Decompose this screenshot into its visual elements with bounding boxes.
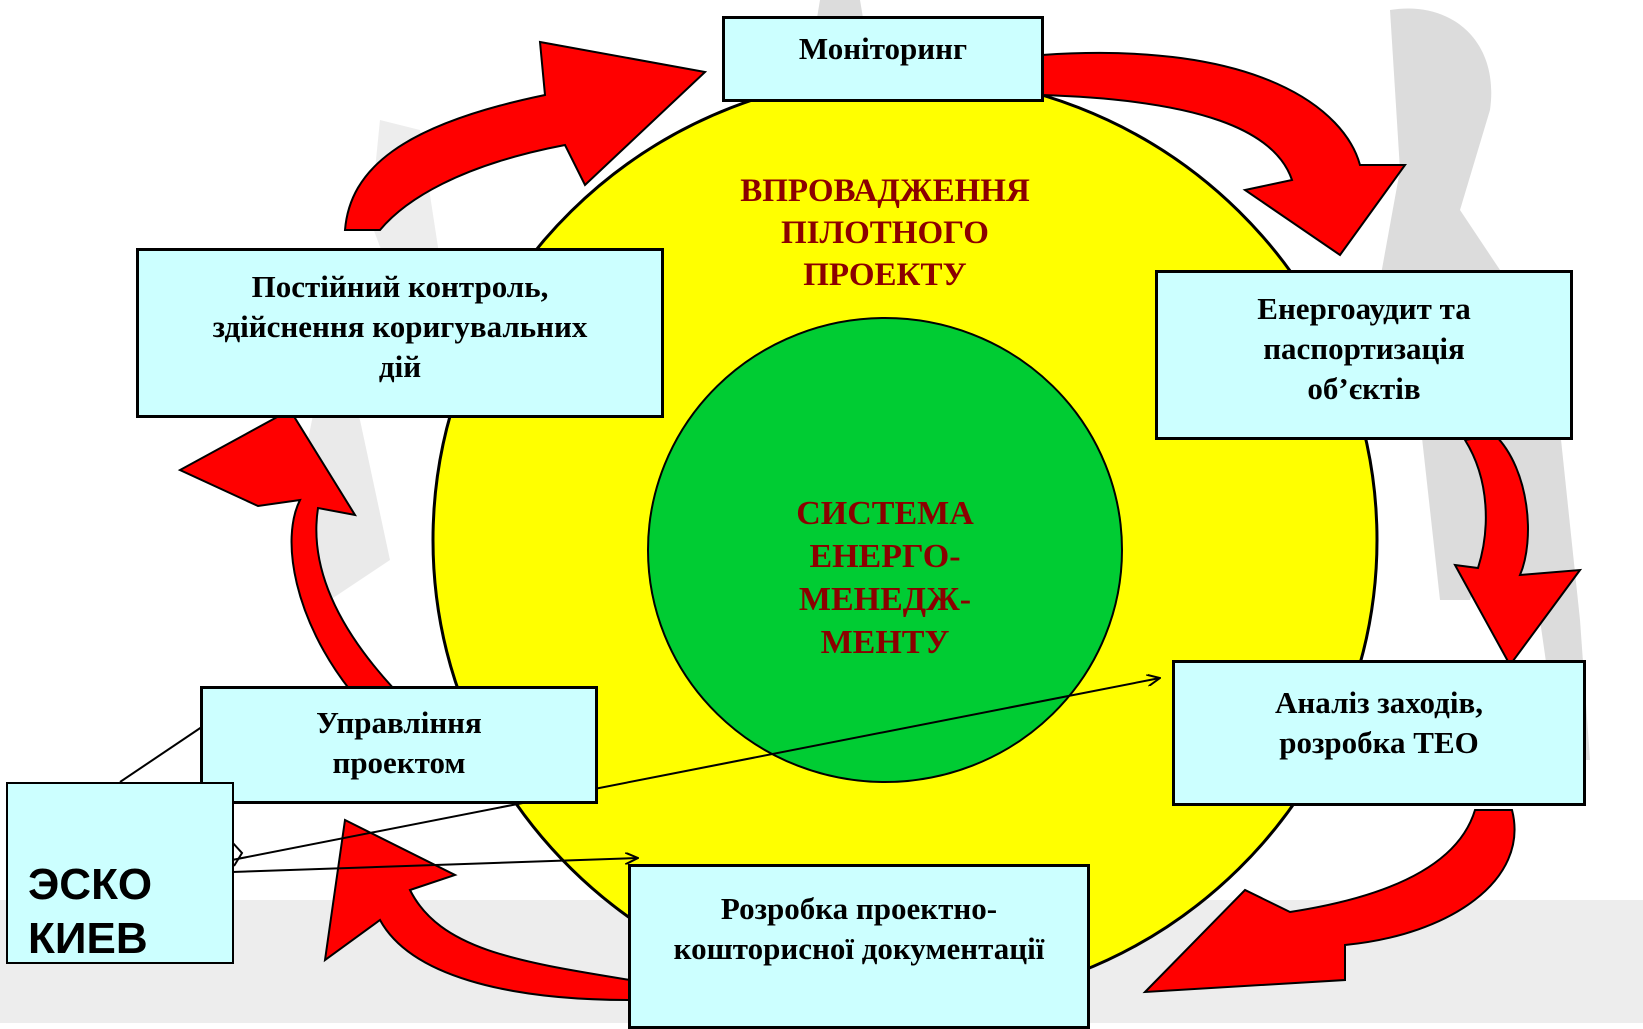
box-analysis-text: Аналіз заходів, розробка ТЕО (1275, 685, 1483, 760)
box-monitoring-text: Моніторинг (798, 31, 968, 66)
inner-green-circle (647, 317, 1123, 783)
box-analysis: Аналіз заходів, розробка ТЕО (1172, 660, 1586, 806)
cycle-arrows (177, 40, 1583, 1002)
arrow-control-to-monitoring (343, 40, 708, 231)
esko-label-box: ЭСКО КИЕВ (6, 782, 234, 964)
esko-label: ЭСКО КИЕВ (28, 860, 153, 963)
pointer-to-analysis (231, 678, 1160, 861)
box-control-text: Постійний контроль, здійснення коригувал… (212, 269, 588, 384)
arrow-documentation-to-management (323, 818, 631, 1002)
outer-circle-label: ВПРОВАДЖЕННЯ ПІЛОТНОГО ПРОЕКТУ (740, 173, 1030, 293)
box-energy-audit-text: Енергоаудит та паспортизація об’єктів (1257, 291, 1471, 406)
pointer-to-documentation (231, 858, 638, 873)
box-energy-audit: Енергоаудит та паспортизація об’єктів (1155, 270, 1573, 440)
box-project-management: Управління проектом (200, 686, 598, 804)
arrow-monitoring-to-audit (1041, 51, 1407, 257)
box-project-management-text: Управління проектом (316, 705, 482, 780)
inner-circle-label: СИСТЕМА ЕНЕРГО- МЕНЕДЖ- МЕНТУ (796, 495, 974, 661)
arrow-analysis-to-documentation (1142, 809, 1516, 994)
box-control: Постійний контроль, здійснення коригувал… (136, 248, 664, 418)
pointer-origin-mark (231, 841, 244, 867)
box-documentation-text: Розробка проектно- кошторисної документа… (673, 891, 1045, 966)
box-monitoring: Моніторинг (722, 16, 1044, 102)
box-documentation: Розробка проектно- кошторисної документа… (628, 864, 1090, 1029)
